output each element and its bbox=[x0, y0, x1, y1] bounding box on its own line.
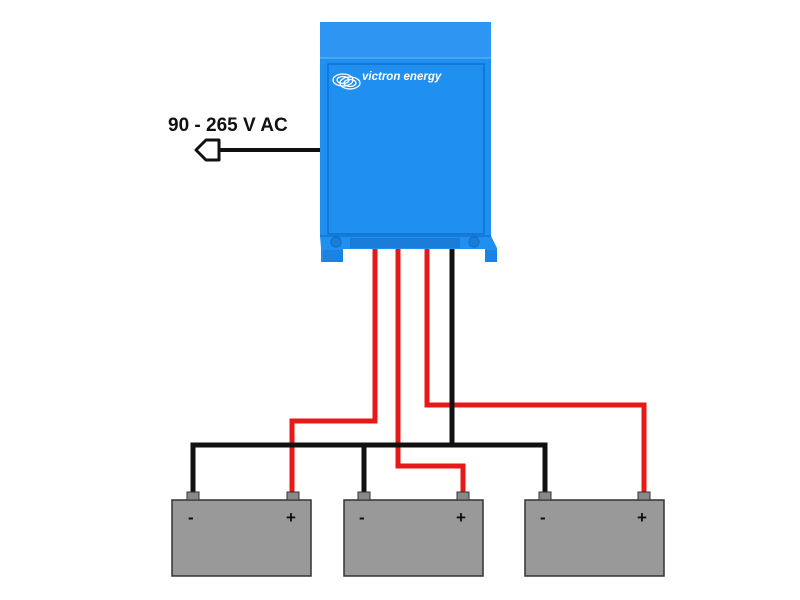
battery-body bbox=[524, 499, 665, 577]
negative-label: - bbox=[540, 508, 546, 527]
battery-1: - + bbox=[171, 491, 312, 577]
positive-terminal bbox=[637, 491, 651, 501]
mounting-hole-left-icon bbox=[330, 236, 342, 248]
battery-body bbox=[343, 499, 484, 577]
positive-label: + bbox=[456, 508, 466, 527]
negative-terminal bbox=[538, 491, 552, 501]
wire-negative-bus bbox=[190, 442, 548, 494]
negative-terminal bbox=[357, 491, 371, 501]
charger-foot-left bbox=[323, 250, 343, 262]
battery-bank: - + - + - + bbox=[171, 491, 665, 577]
brand-name: victron energy bbox=[362, 71, 442, 83]
wire-positive-battery-3 bbox=[424, 246, 647, 494]
terminal-slot bbox=[350, 238, 460, 248]
charger-body bbox=[320, 58, 497, 262]
charger: victron energy bbox=[320, 22, 497, 262]
wire-positive-battery-2 bbox=[395, 246, 466, 494]
negative-label: - bbox=[188, 508, 194, 527]
positive-label: + bbox=[637, 508, 647, 527]
ac-plug-icon bbox=[194, 138, 221, 162]
positive-terminal bbox=[286, 491, 300, 501]
wire-positive-battery-1 bbox=[289, 246, 378, 494]
victron-logo-icon bbox=[332, 73, 361, 90]
negative-label: - bbox=[359, 508, 365, 527]
charger-top bbox=[320, 22, 491, 58]
battery-3: - + bbox=[524, 491, 665, 577]
battery-body bbox=[171, 499, 312, 577]
positive-label: + bbox=[286, 508, 296, 527]
battery-2: - + bbox=[343, 491, 484, 577]
positive-terminal bbox=[456, 491, 470, 501]
charger-front-panel bbox=[327, 63, 485, 235]
negative-terminal bbox=[186, 491, 200, 501]
charger-foot-right bbox=[485, 250, 497, 262]
ac-input: 90 - 265 V AC bbox=[168, 115, 324, 162]
ac-input-label: 90 - 265 V AC bbox=[168, 115, 288, 136]
mounting-hole-right-icon bbox=[468, 236, 480, 248]
wires bbox=[190, 246, 647, 494]
